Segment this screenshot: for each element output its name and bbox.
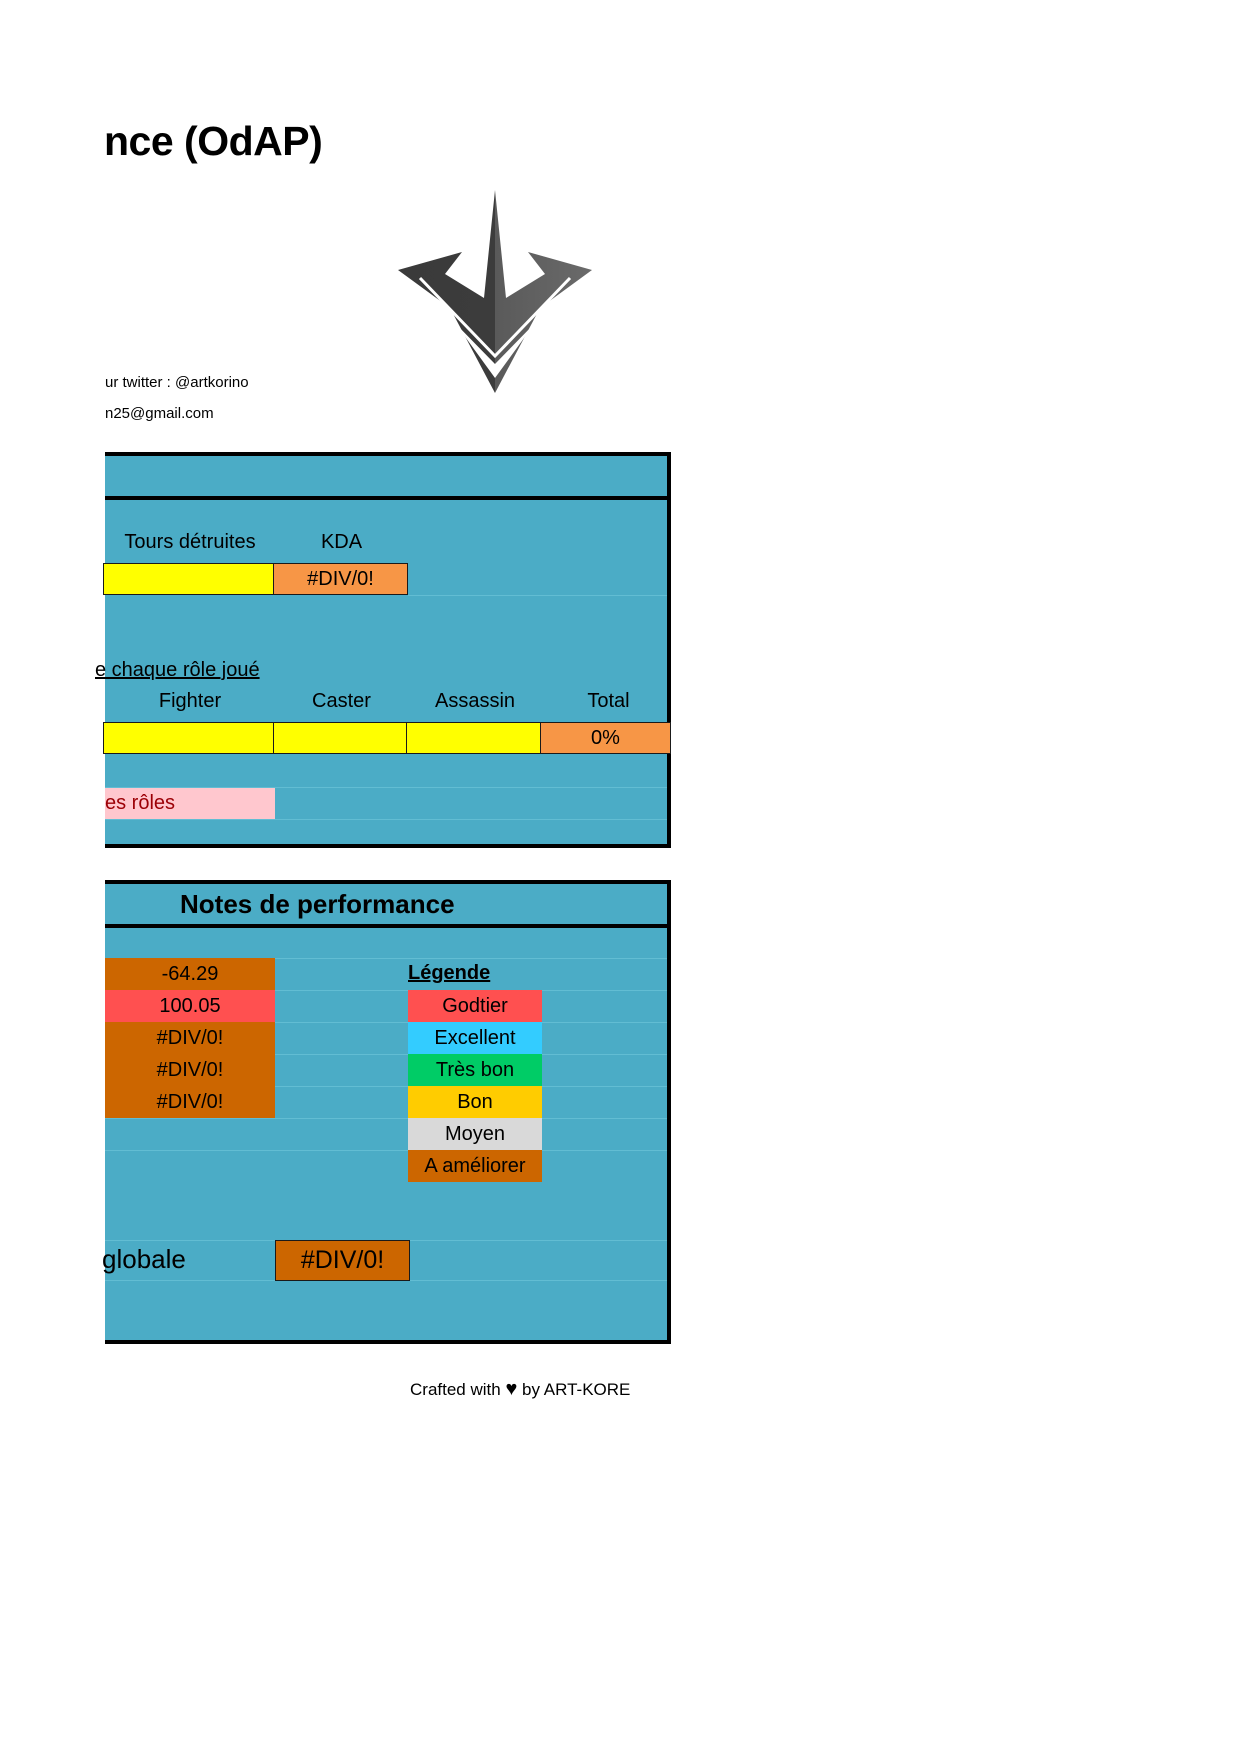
role-label-caster: Caster	[312, 690, 371, 712]
kda-value-cell[interactable]: #DIV/0!	[273, 563, 408, 595]
legend-item-bon: Bon	[408, 1086, 542, 1118]
towers-value-cell[interactable]	[103, 563, 275, 595]
global-score-value: #DIV/0!	[275, 1240, 410, 1281]
notes-panel: Notes de performance -64.29 100.05 #DIV/…	[102, 880, 671, 1344]
page-title: nce (OdAP)	[104, 118, 323, 164]
notes-panel-header: Notes de performance	[105, 884, 667, 928]
legend-item-moyen: Moyen	[408, 1118, 542, 1150]
score-cell: 100.05	[105, 990, 275, 1022]
legend-item-excellent: Excellent	[408, 1022, 542, 1054]
role-label-total: Total	[587, 690, 630, 712]
twitter-handle: ur twitter : @artkorino	[105, 374, 249, 391]
footer-prefix: Crafted with	[410, 1380, 501, 1399]
column-label-towers: Tours détruites	[124, 531, 256, 553]
fighter-value-cell[interactable]	[103, 722, 275, 754]
footer-suffix: by ART-KORE	[522, 1380, 631, 1399]
heart-icon: ♥	[505, 1378, 518, 1400]
legend-title: Légende	[408, 962, 491, 984]
role-label-fighter: Fighter	[158, 690, 222, 712]
assassin-value-cell[interactable]	[406, 722, 542, 754]
global-score-label: globale	[102, 1244, 186, 1274]
stats-panel: Tours détruites KDA #DIV/0! e chaque rôl…	[95, 452, 671, 848]
arrow-trident-logo-icon	[390, 188, 600, 398]
caster-value-cell[interactable]	[273, 722, 408, 754]
score-cell: #DIV/0!	[105, 1086, 275, 1118]
roles-warning-cell: es rôles	[105, 788, 275, 819]
role-label-assassin: Assassin	[434, 690, 516, 712]
score-cell: -64.29	[105, 958, 275, 990]
score-cell: #DIV/0!	[105, 1054, 275, 1086]
column-label-kda: KDA	[320, 531, 363, 553]
stats-panel-header	[105, 456, 667, 500]
legend-item-godtier: Godtier	[408, 990, 542, 1022]
notes-panel-title: Notes de performance	[180, 889, 455, 919]
email-address: n25@gmail.com	[105, 405, 214, 422]
footer-credit: Crafted with ♥ by ART-KORE	[410, 1378, 630, 1401]
legend-item-tres-bon: Très bon	[408, 1054, 542, 1086]
roles-section-title: e chaque rôle joué	[95, 659, 260, 681]
score-cell: #DIV/0!	[105, 1022, 275, 1054]
total-value-cell[interactable]: 0%	[540, 722, 671, 754]
legend-item-a-ameliorer: A améliorer	[408, 1150, 542, 1182]
